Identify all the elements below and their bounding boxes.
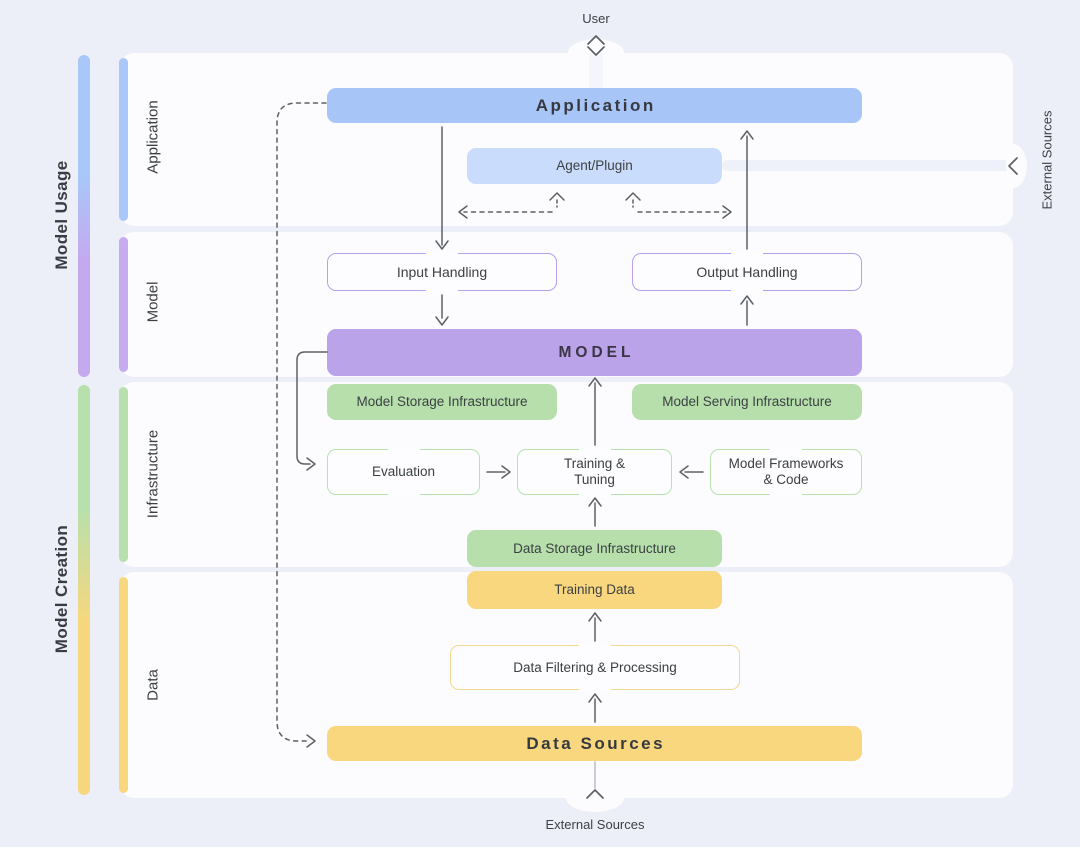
node-input-handling: Input Handling	[327, 250, 557, 294]
section-panel-application	[120, 53, 1013, 226]
node-model: MODEL	[327, 329, 862, 376]
model-section-bar	[119, 237, 128, 372]
model-creation-bar	[78, 385, 90, 795]
agent-external-connector-band	[722, 160, 1006, 171]
model-usage-label: Model Usage	[52, 160, 71, 270]
infrastructure-section-bar	[119, 387, 128, 562]
external-sources-right-label: External Sources	[1039, 110, 1055, 210]
node-evaluation: Evaluation	[327, 446, 480, 498]
node-training-tuning: Training & Tuning	[517, 446, 672, 498]
node-model-storage-infrastructure: Model Storage Infrastructure	[327, 384, 557, 420]
model-creation-label: Model Creation	[52, 524, 71, 654]
node-data-filtering-processing: Data Filtering & Processing	[450, 642, 740, 693]
node-agent-plugin: Agent/Plugin	[467, 148, 722, 184]
model-usage-bar	[78, 55, 90, 377]
section-label-model: Model	[144, 281, 162, 323]
section-label-data: Data	[144, 669, 162, 701]
node-data-sources: Data Sources	[327, 726, 862, 761]
user-connector-band	[589, 53, 603, 88]
user-label: User	[582, 11, 610, 26]
node-application: Application	[327, 88, 862, 123]
node-training-data: Training Data	[467, 571, 722, 609]
node-data-storage-infrastructure: Data Storage Infrastructure	[467, 530, 722, 567]
node-model-frameworks-code: Model Frameworks & Code	[710, 446, 862, 498]
external-sources-bottom-label: External Sources	[545, 817, 645, 832]
section-label-application: Application	[144, 100, 162, 174]
application-section-bar	[119, 58, 128, 221]
section-label-infrastructure: Infrastructure	[144, 429, 162, 519]
node-output-handling: Output Handling	[632, 250, 862, 294]
node-model-serving-infrastructure: Model Serving Infrastructure	[632, 384, 862, 420]
external-sources-port-bump	[566, 784, 624, 812]
data-section-bar	[119, 577, 128, 793]
